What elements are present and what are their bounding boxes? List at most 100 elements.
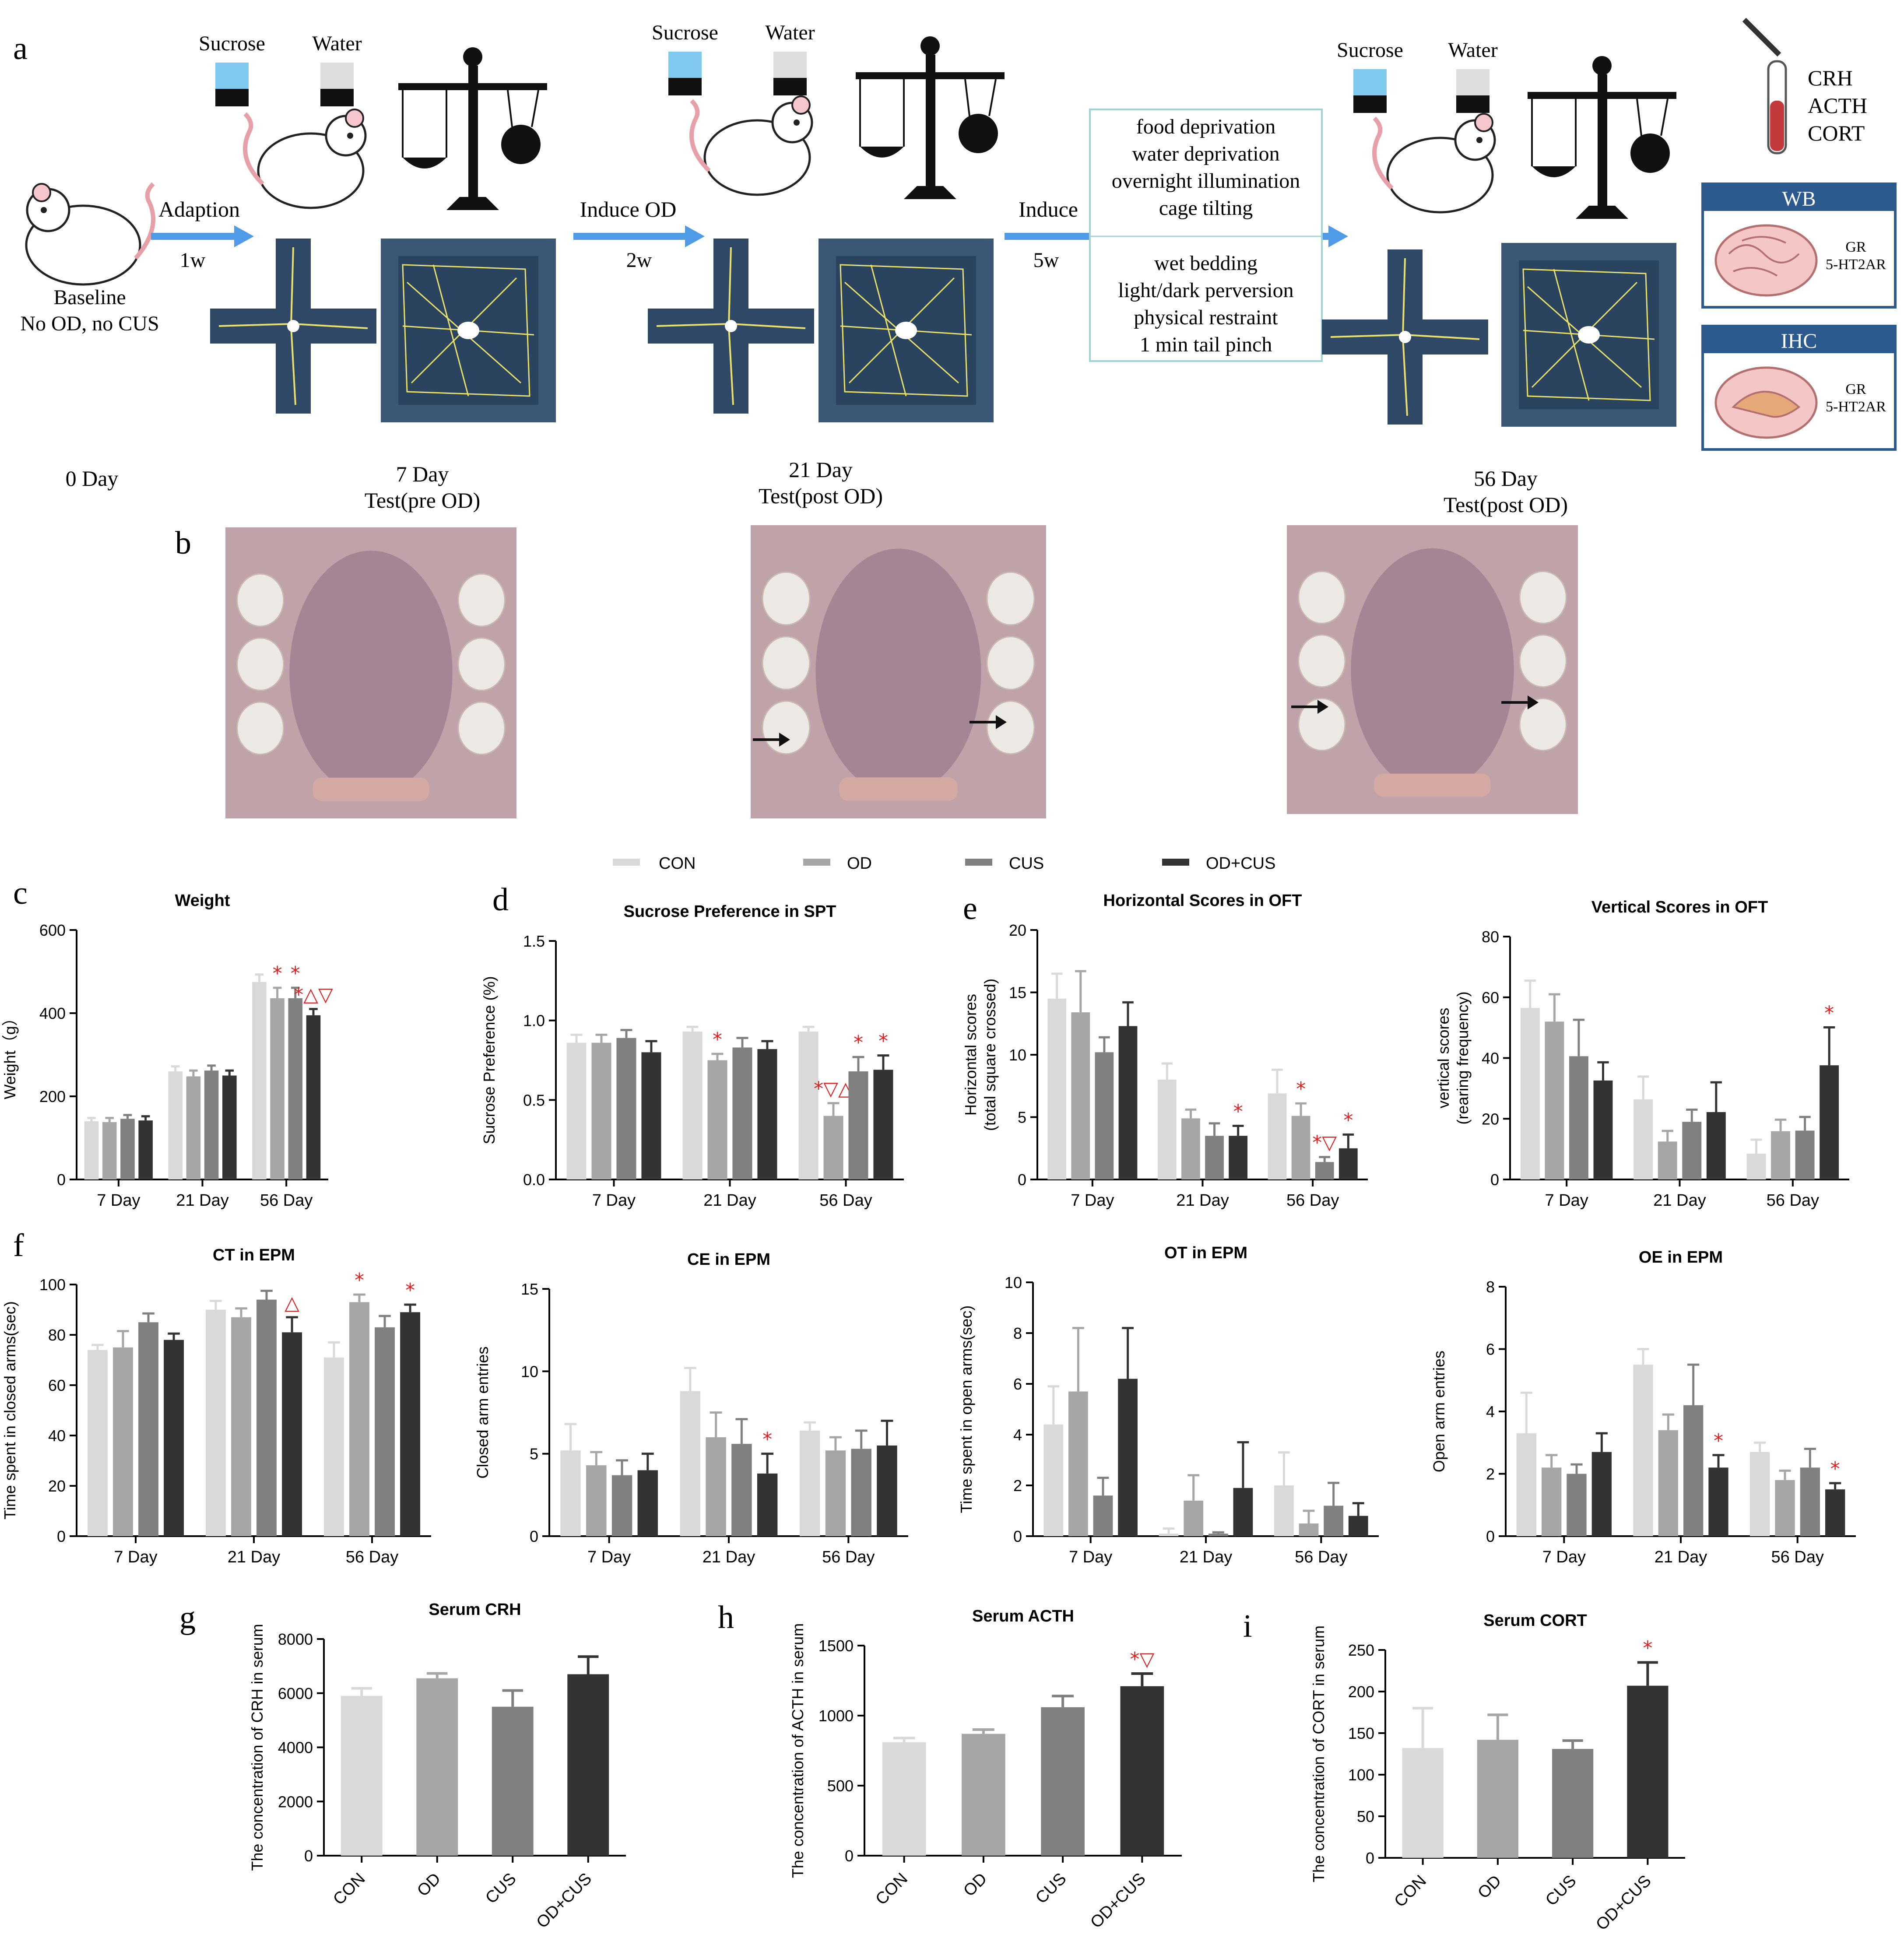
y-tick-label: 40 — [1482, 1049, 1499, 1067]
bar-od — [962, 1734, 1005, 1856]
x-tick-label: 21 Day — [176, 1191, 228, 1210]
stress-item: wet bedding — [1154, 252, 1258, 275]
x-tick-label: OD — [1474, 1872, 1505, 1902]
y-tick-label: 20 — [1482, 1110, 1499, 1128]
molar-tooth — [1298, 698, 1346, 751]
significance-marker: * — [1824, 1002, 1834, 1024]
bar-con — [882, 1742, 926, 1856]
balance-scale-icon — [398, 47, 547, 210]
y-tick-label: 2000 — [278, 1793, 313, 1811]
x-tick-label: 21 Day — [1176, 1191, 1229, 1210]
significance-marker: * — [291, 962, 300, 985]
x-tick-label: 7 Day — [1542, 1548, 1586, 1566]
significance-marker: * — [355, 1269, 364, 1292]
x-tick-label: 7 Day — [1069, 1548, 1112, 1566]
x-tick-label: 21 Day — [1655, 1548, 1707, 1566]
incisive-area — [1374, 773, 1491, 797]
open-field-box-icon — [381, 239, 556, 422]
molar-tooth — [986, 636, 1035, 690]
bar-con — [566, 1042, 587, 1179]
bar-od — [102, 1122, 117, 1179]
bar-con — [560, 1450, 581, 1536]
balance-scale-icon — [856, 36, 1005, 199]
bar-con — [1157, 1080, 1177, 1179]
y-tick-label: 0 — [304, 1847, 313, 1865]
y-tick-label: 60 — [48, 1376, 66, 1394]
y-axis-label: Weight（g） — [1, 1010, 19, 1099]
stress-item: cage tilting — [1159, 197, 1253, 220]
stress-item: food deprivation — [1136, 115, 1276, 138]
y-axis-label: The concentration of CRH in serum — [248, 1624, 266, 1871]
y-tick-label: 15 — [521, 1280, 538, 1298]
panel-label-g: g — [179, 1600, 196, 1636]
bar-od — [1658, 1430, 1678, 1536]
panel-label-h: h — [718, 1600, 734, 1636]
significance-marker: △ — [285, 1292, 299, 1314]
oral-photo — [1287, 525, 1578, 814]
y-tick-label: 6 — [1013, 1375, 1022, 1393]
x-tick-label: 21 Day — [1180, 1548, 1232, 1566]
y-tick-label: 8 — [1013, 1324, 1022, 1342]
bar-cus — [1682, 1122, 1702, 1179]
bottle-cap-icon — [773, 78, 807, 95]
balance-scale-icon — [1528, 56, 1676, 219]
bar-cus — [138, 1322, 158, 1536]
significance-marker: * — [1714, 1430, 1723, 1452]
significance-marker: *▽ — [1130, 1648, 1154, 1671]
chart-title: OE in EPM — [1639, 1248, 1723, 1267]
y-tick-label: 0 — [57, 1171, 66, 1189]
chart-e1: Horizontal Scores in OFT05101520Horizont… — [962, 892, 1368, 1210]
molar-tooth — [1298, 634, 1346, 688]
sucrose-label: Sucrose — [1337, 39, 1403, 62]
y-axis-label: Open arm entries — [1430, 1351, 1448, 1472]
y-tick-label: 15 — [1009, 984, 1026, 1002]
bar-od — [707, 1060, 727, 1179]
water-label: Water — [765, 21, 815, 44]
bar-od — [270, 998, 285, 1179]
legend-swatch-od — [803, 859, 830, 866]
y-tick-label: 400 — [39, 1004, 66, 1022]
bar-con — [84, 1121, 99, 1179]
brain-section-icon — [1714, 366, 1818, 439]
y-tick-label: 0 — [57, 1527, 66, 1545]
water-bottle-icon — [320, 63, 354, 89]
bar-cus — [492, 1706, 534, 1856]
timeline-panel: Baseline No OD, no CUS Adaption 1w Induc… — [20, 18, 1897, 517]
bar-od — [186, 1076, 201, 1179]
bottle-cap-icon — [1353, 95, 1387, 113]
y-axis-label: The concentration of ACTH in serum — [789, 1623, 807, 1878]
bar-od-cus — [164, 1340, 184, 1536]
arrow-right-icon — [1291, 700, 1328, 714]
bar-con — [682, 1032, 703, 1179]
arrow-adaption-icon — [151, 225, 254, 247]
panel-label-f: f — [13, 1228, 24, 1264]
arrow-induce-od-icon — [573, 225, 705, 247]
oral-photo — [751, 525, 1046, 818]
bar-od — [416, 1678, 458, 1856]
y-tick-label: 80 — [48, 1326, 66, 1344]
x-tick-label: 21 Day — [228, 1548, 280, 1566]
bar-od-cus — [222, 1075, 237, 1179]
x-tick-label: 56 Day — [1767, 1191, 1819, 1210]
x-tick-label: 56 Day — [819, 1191, 872, 1210]
molar-tooth — [1519, 698, 1567, 751]
bar-cus — [1041, 1707, 1085, 1856]
x-tick-label: 56 Day — [1771, 1548, 1823, 1566]
y-tick-label: 0 — [530, 1527, 538, 1545]
molar-tooth — [762, 700, 811, 755]
bar-od-cus — [1706, 1112, 1726, 1179]
bar-od — [1071, 1012, 1090, 1179]
y-tick-label: 1500 — [819, 1637, 854, 1655]
wb-title: WB — [1782, 187, 1816, 211]
bar-od-cus — [1348, 1516, 1368, 1536]
water-bottle-icon — [1456, 69, 1489, 95]
significance-marker: *▽ — [1312, 1132, 1337, 1154]
x-tick-label: CUS — [1032, 1870, 1070, 1907]
panel-label-a: a — [13, 31, 28, 67]
